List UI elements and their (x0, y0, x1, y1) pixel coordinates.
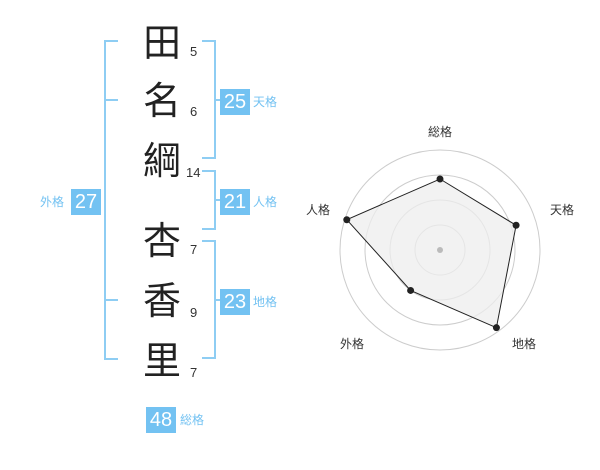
radar-point-3 (492, 324, 500, 332)
radar-axis-label-soukaku: 総格 (428, 125, 453, 139)
radar-point-4 (407, 286, 415, 294)
radar-center-dot (437, 247, 443, 253)
radar-point-5 (343, 216, 351, 224)
bracket-tick (214, 199, 220, 201)
gaikaku-score: 27 (71, 189, 101, 215)
kanji-char-6: 里 (142, 339, 181, 383)
radar-ring (364, 174, 516, 326)
stroke-count-5: 9 (190, 305, 198, 320)
radar-point-2 (512, 221, 520, 229)
kanji-char-4: 杏 (142, 219, 181, 263)
bracket-tick (214, 99, 220, 101)
chikaku-label: 地格 (253, 295, 278, 309)
bracket-tick (104, 299, 118, 301)
stroke-count-6: 7 (190, 365, 198, 380)
tenkaku-label: 天格 (253, 95, 278, 109)
radar-series-polygon (345, 178, 517, 329)
radar-axis-label-chikaku: 地格 (512, 337, 537, 351)
jinkaku-label: 人格 (253, 195, 278, 209)
radar-point-1 (436, 175, 444, 183)
kanji-char-1: 田 (142, 21, 181, 65)
soukaku-score: 48 (146, 407, 176, 433)
stroke-count-4: 7 (190, 242, 198, 257)
gaikaku-bracket (104, 40, 118, 360)
stroke-count-3: 14 (186, 165, 201, 180)
radar-axis-label-gaikaku: 外格 (340, 337, 365, 351)
radar-axis-label-jinkaku: 人格 (306, 203, 331, 217)
gaikaku-label: 外格 (40, 195, 65, 209)
stroke-count-2: 6 (190, 104, 198, 119)
tenkaku-score: 25 (220, 89, 250, 115)
kanji-char-2: 名 (142, 79, 181, 123)
bracket-tick (104, 99, 118, 101)
kanji-char-3: 綱 (142, 139, 181, 183)
chikaku-score: 23 (220, 289, 250, 315)
bracket-tick (214, 299, 220, 301)
stroke-count-1: 5 (190, 44, 198, 59)
radar-axis-label-tenkaku: 天格 (550, 203, 575, 217)
soukaku-label: 総格 (180, 413, 205, 427)
kanji-char-5: 香 (142, 279, 181, 323)
jinkaku-score: 21 (220, 189, 250, 215)
radar-ring (339, 149, 541, 351)
